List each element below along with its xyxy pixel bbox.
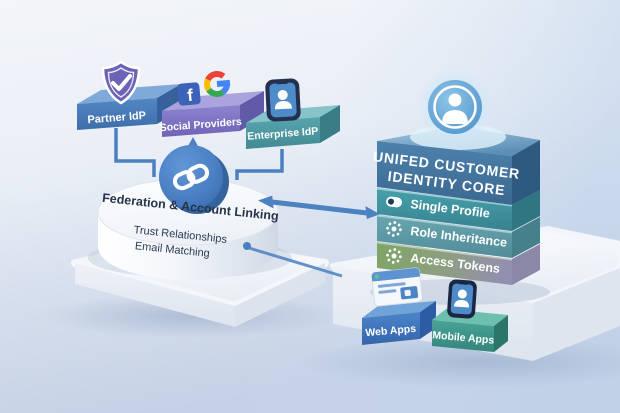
social-box-front bbox=[162, 105, 240, 137]
facebook-glyph: f bbox=[186, 86, 194, 105]
web-apps-top bbox=[362, 301, 436, 318]
web-apps-front bbox=[362, 312, 420, 345]
mobile-apps-front bbox=[432, 320, 494, 352]
single-profile-side bbox=[512, 190, 540, 231]
bidirectional-arrow bbox=[258, 195, 380, 219]
partner-idp-label: Partner IdP bbox=[87, 110, 146, 127]
left-platform-side bbox=[235, 263, 325, 327]
partner-idp-box: Partner IdP bbox=[77, 60, 181, 130]
browser-icon bbox=[371, 267, 423, 307]
layer-role-inheritance: Role Inheritance bbox=[376, 215, 540, 258]
federation-hub-cylinder: Federation & Account Linking Trust Relat… bbox=[88, 145, 292, 280]
arrowhead-left bbox=[258, 195, 274, 209]
user-icon bbox=[417, 69, 493, 145]
role-inheritance-front bbox=[377, 215, 512, 258]
mobile-apps-label: Mobile Apps bbox=[432, 329, 495, 346]
connector-hub-platform bbox=[243, 242, 343, 278]
sparkle-icon-role bbox=[386, 221, 402, 237]
toggle-icon bbox=[386, 196, 402, 208]
connector-enterprise bbox=[235, 149, 284, 180]
facebook-icon: f bbox=[177, 82, 201, 106]
mobile-apps-box: Mobile Apps bbox=[432, 279, 508, 352]
mobile-phone-user-icon bbox=[447, 279, 477, 319]
single-profile-front bbox=[377, 188, 512, 231]
access-tokens-front bbox=[377, 242, 512, 285]
left-platform-front bbox=[75, 263, 235, 327]
right-platform-side bbox=[533, 268, 620, 361]
core-box-side bbox=[512, 140, 540, 205]
enterprise-idp-label: Enterprise IdP bbox=[247, 125, 319, 143]
link-icon bbox=[172, 163, 210, 191]
enterprise-phone-user-icon bbox=[265, 78, 301, 122]
shield-check-icon bbox=[101, 60, 141, 105]
partner-box-front bbox=[77, 98, 157, 130]
enterprise-box-side bbox=[320, 105, 340, 143]
google-icon bbox=[204, 71, 231, 97]
enterprise-idp-box: Enterprise IdP bbox=[246, 78, 340, 149]
core-box-front bbox=[377, 141, 512, 205]
access-tokens-side bbox=[512, 244, 540, 285]
web-apps-label: Web Apps bbox=[365, 323, 417, 339]
social-box-top bbox=[162, 91, 264, 111]
web-apps-box: Web Apps bbox=[362, 267, 436, 345]
layer-single-profile: Single Profile bbox=[376, 188, 540, 231]
role-inheritance-side bbox=[512, 217, 540, 258]
browser-dot-icon bbox=[374, 274, 379, 279]
social-providers-box: f Social Providers bbox=[159, 71, 264, 137]
layer-access-tokens: Access Tokens bbox=[376, 242, 540, 285]
social-box-side bbox=[240, 91, 264, 131]
connector-partner bbox=[114, 128, 156, 177]
enterprise-box-front bbox=[246, 117, 320, 149]
sparkle-icon-access bbox=[386, 248, 402, 264]
mobile-apps-side bbox=[494, 315, 508, 352]
arrowhead-right bbox=[365, 206, 380, 219]
